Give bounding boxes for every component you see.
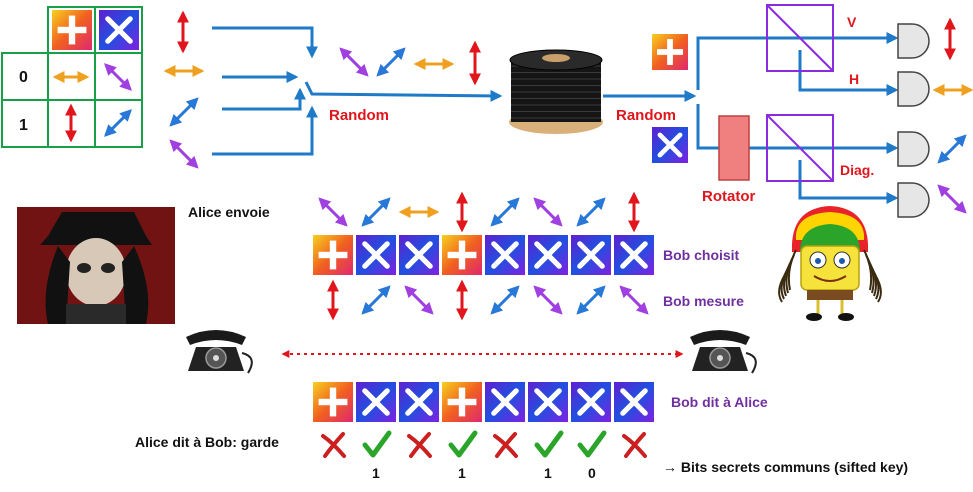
detector-out-purple: [937, 184, 967, 214]
key-bit-6: 0: [588, 465, 596, 481]
bob-phone-icon: [690, 330, 757, 374]
bob-random-rectilinear-icon: [652, 34, 688, 70]
beam-splitter-1: [766, 4, 834, 72]
detector-icon-1: [897, 23, 930, 59]
random-label-alice: Random: [329, 107, 389, 124]
bob-flow-top: [696, 32, 899, 90]
bob-basis-tile-3: [399, 235, 439, 275]
alice-source-diag-purple: [169, 139, 199, 169]
encoding-table: [1, 6, 143, 148]
discard-cross-icon-5: [493, 432, 518, 458]
bob-flow-bottom: [696, 104, 899, 154]
bob-measured-photon-6: [533, 285, 563, 315]
table-bit1-diag-photon: [104, 109, 132, 137]
table-row-label-0: 0: [19, 69, 28, 86]
alice-sent-photon-7: [576, 197, 606, 227]
bob-basis-tile-1: [313, 235, 353, 275]
bob-basis-tile-8: [614, 235, 654, 275]
key-bit-3: 1: [458, 465, 466, 481]
beam-splitter-2: [766, 114, 834, 182]
bob-character: [778, 206, 882, 321]
alice-tells-bob-label: Alice dit à Bob: garde: [135, 434, 279, 450]
alice-flow-d2: [212, 105, 318, 156]
rotator-plate: [718, 115, 750, 181]
bob-flow-diag: [798, 160, 899, 204]
detector-h-label: H: [849, 71, 860, 87]
sifted-key-label: → Bits secrets communs (sifted key): [663, 459, 909, 475]
table-row-label-1: 1: [19, 117, 28, 134]
bob-random-diagonal-icon: [652, 127, 688, 163]
detector-icon-3: [897, 131, 930, 167]
in-flight-purple: [339, 47, 369, 77]
alice-sent-photon-1: [318, 197, 348, 227]
in-flight-blue: [376, 47, 406, 77]
table-bit0-diag-photon: [104, 63, 132, 91]
keep-check-icon-7: [577, 430, 607, 458]
discard-cross-icon-1: [321, 432, 346, 458]
bob-basis-tile-7: [571, 235, 611, 275]
bob-measures-label: Bob mesure: [663, 293, 744, 309]
detector-v-label: V: [847, 14, 857, 30]
alice-phone-icon: [186, 330, 253, 374]
bob-basis-tile-4: [442, 235, 482, 275]
alice-source-diag-blue: [169, 97, 199, 127]
bob-measured-photon-5: [490, 285, 520, 315]
detector-out-blue: [937, 134, 967, 164]
detector-icon-2: [897, 71, 930, 107]
bob-measured-photon-7: [576, 285, 606, 315]
keep-check-icon-2: [362, 430, 392, 458]
detector-icon-4: [897, 182, 930, 218]
bob-basis-tile-2: [356, 235, 396, 275]
detector-diag-label: Diag.: [840, 162, 875, 178]
bob-tells-alice-label: Bob dit à Alice: [671, 394, 768, 410]
discard-cross-icon-3: [407, 432, 432, 458]
table-rectilinear-basis-icon: [52, 10, 92, 50]
keep-check-icon-6: [534, 430, 564, 458]
key-bit-1: 1: [372, 465, 380, 481]
alice-sent-photon-5: [490, 197, 520, 227]
bob-basis-tile-6: [528, 235, 568, 275]
alice-sends-label: Alice envoie: [188, 204, 270, 220]
bob-report-tile-5: [485, 382, 525, 422]
bob-report-tile-2: [356, 382, 396, 422]
table-diagonal-basis-icon: [99, 10, 139, 50]
random-label-bob: Random: [616, 107, 676, 124]
bob-measured-photon-2: [361, 285, 391, 315]
alice-sent-photon-6: [533, 197, 563, 227]
bob-report-tile-8: [614, 382, 654, 422]
bob-report-tile-1: [313, 382, 353, 422]
fiber-spool-icon: [509, 49, 603, 134]
bob-report-tile-7: [571, 382, 611, 422]
bob-measured-photon-3: [404, 285, 434, 315]
bob-report-tile-3: [399, 382, 439, 422]
alice-portrait: [17, 207, 175, 324]
rotator-label: Rotator: [702, 188, 756, 205]
alice-flow-d1: [222, 87, 306, 111]
bob-report-tile-6: [528, 382, 568, 422]
bob-chooses-label: Bob choisit: [663, 247, 740, 263]
alice-to-fiber: [304, 81, 503, 102]
alice-sent-photon-2: [361, 197, 391, 227]
bob-flow-h: [798, 50, 899, 96]
bob-basis-tile-5: [485, 235, 525, 275]
keep-check-icon-4: [448, 430, 478, 458]
key-bit-5: 1: [544, 465, 552, 481]
bob-report-tile-4: [442, 382, 482, 422]
discard-cross-icon-8: [622, 432, 647, 458]
alice-flow-v: [212, 26, 318, 59]
bob-measured-photon-8: [619, 285, 649, 315]
